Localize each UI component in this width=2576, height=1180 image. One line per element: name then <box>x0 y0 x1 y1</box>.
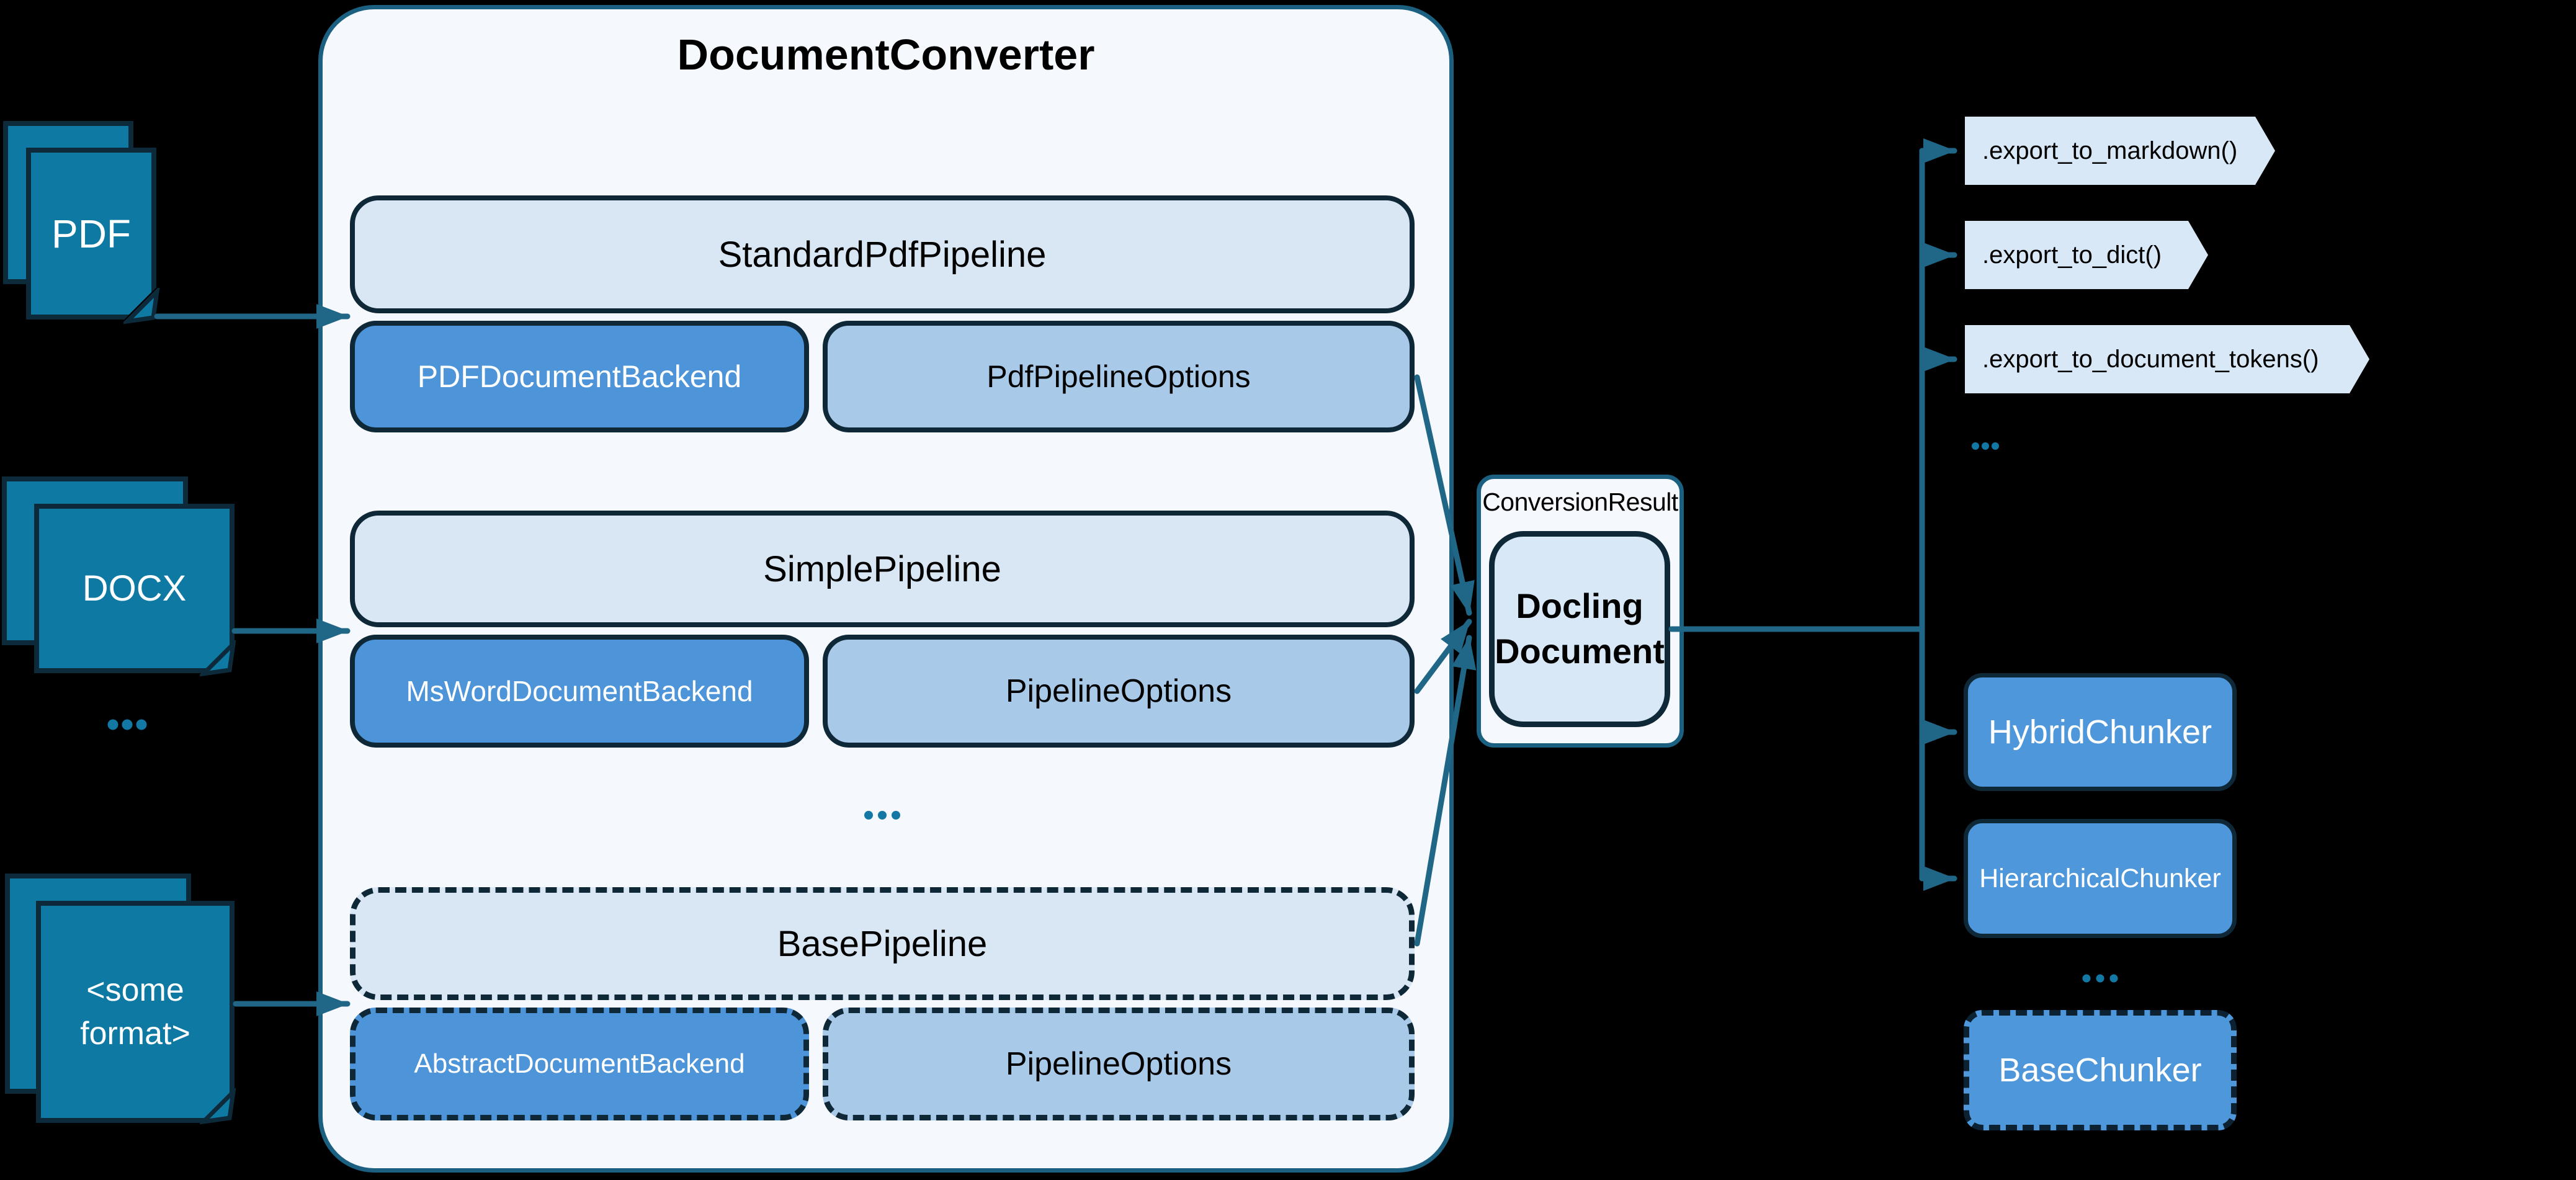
export-to-markdown-label: .export_to_markdown() <box>1982 136 2238 164</box>
backend-pdf-document-label: PDFDocumentBackend <box>417 359 742 394</box>
docx-fold-corner-icon <box>200 640 236 677</box>
options-pipeline-label: PipelineOptions <box>1005 673 1232 709</box>
export-to-dict-label: .export_to_dict() <box>1982 241 2162 269</box>
conversion-result-label: ConversionResult <box>1482 488 1678 516</box>
hybrid-chunker-box: HybridChunker <box>1964 673 2237 791</box>
export-to-dict-banner: .export_to_dict() <box>1965 221 2208 289</box>
backend-abstract-document: AbstractDocumentBackend <box>350 1008 809 1120</box>
ellipsis-exports <box>1972 442 1999 450</box>
backend-pdf-document: PDFDocumentBackend <box>350 321 809 432</box>
base-chunker-box: BaseChunker <box>1964 1010 2237 1130</box>
ellipsis-chunkers <box>2082 974 2118 983</box>
pipeline-standard-pdf: StandardPdfPipeline <box>350 195 1415 313</box>
some-format-label-line1: <some <box>86 972 184 1008</box>
backend-msword-document: MsWordDocumentBackend <box>350 635 809 748</box>
hybrid-chunker-label: HybridChunker <box>1988 713 2212 751</box>
export-to-markdown-banner: .export_to_markdown() <box>1965 117 2275 185</box>
pipeline-standard-pdf-label: StandardPdfPipeline <box>718 234 1047 275</box>
docx-document-icon: DOCX <box>2 476 236 677</box>
docx-front-page: DOCX <box>34 504 235 673</box>
pdf-fold-corner-icon <box>123 288 160 324</box>
pdf-label: PDF <box>51 211 131 256</box>
export-to-document-tokens-banner: .export_to_document_tokens() <box>1965 325 2369 393</box>
docling-document-line1: Docling <box>1516 586 1644 626</box>
some-format-front-page: <some format> <box>36 901 235 1123</box>
document-converter-title: DocumentConverter <box>677 30 1095 79</box>
hierarchical-chunker-label: HierarchicalChunker <box>1979 863 2221 893</box>
pipeline-base: BasePipeline <box>350 887 1415 1000</box>
options-base-pipeline-label: PipelineOptions <box>1005 1046 1232 1082</box>
backend-abstract-document-label: AbstractDocumentBackend <box>414 1048 745 1079</box>
export-to-document-tokens-label: .export_to_document_tokens() <box>1982 345 2319 373</box>
docx-label: DOCX <box>82 568 187 609</box>
pipeline-simple: SimplePipeline <box>350 511 1415 627</box>
some-format-document-icon: <some format> <box>5 874 236 1125</box>
ellipsis-inputs <box>107 719 147 730</box>
backend-msword-document-label: MsWordDocumentBackend <box>406 675 753 707</box>
docling-document-box: Docling Document <box>1489 531 1670 727</box>
options-pdf-pipeline: PdfPipelineOptions <box>823 321 1415 432</box>
options-pdf-pipeline-label: PdfPipelineOptions <box>986 359 1251 394</box>
base-chunker-label: BaseChunker <box>1998 1052 2202 1089</box>
options-base-pipeline: PipelineOptions <box>823 1008 1415 1120</box>
pipeline-base-label: BasePipeline <box>777 923 988 964</box>
some-format-label-line2: format> <box>80 1016 190 1052</box>
pdf-document-icon: PDF <box>3 121 160 324</box>
some-format-fold-corner-icon <box>200 1088 236 1125</box>
options-pipeline: PipelineOptions <box>823 635 1415 748</box>
docling-document-line2: Document <box>1495 632 1665 671</box>
pipeline-simple-label: SimplePipeline <box>763 548 1001 589</box>
pdf-front-page: PDF <box>26 148 156 320</box>
hierarchical-chunker-box: HierarchicalChunker <box>1964 819 2237 938</box>
